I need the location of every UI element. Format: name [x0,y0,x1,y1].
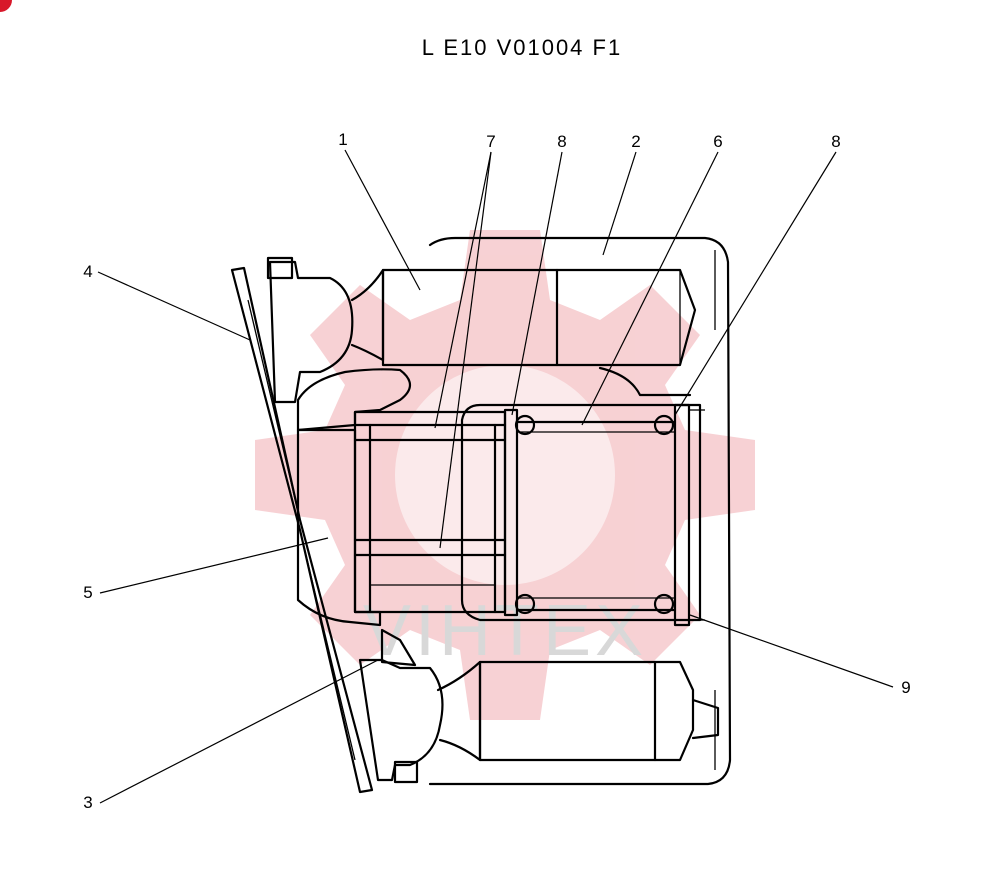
callout-8: 8 [557,132,566,151]
callouts: 1 7 8 2 6 8 4 5 9 3 [83,130,910,812]
callout-4: 4 [83,262,92,281]
leader-lines [97,149,894,804]
lower-port-block [358,658,444,782]
upper-port-block [268,260,354,404]
callout-8: 8 [831,132,840,151]
housing-outline [428,236,732,786]
drawing-code: L E10 V01004 F1 [422,35,622,60]
callout-6: 6 [713,132,722,151]
callout-1: 1 [338,130,347,149]
upper-cylinder [381,268,697,367]
callout-9: 9 [901,678,910,697]
callout-7: 7 [486,132,495,151]
callout-3: 3 [83,793,92,812]
callout-5: 5 [83,583,92,602]
corner-badge [0,0,12,12]
callout-2: 2 [631,132,640,151]
pump-assembly [230,236,732,794]
